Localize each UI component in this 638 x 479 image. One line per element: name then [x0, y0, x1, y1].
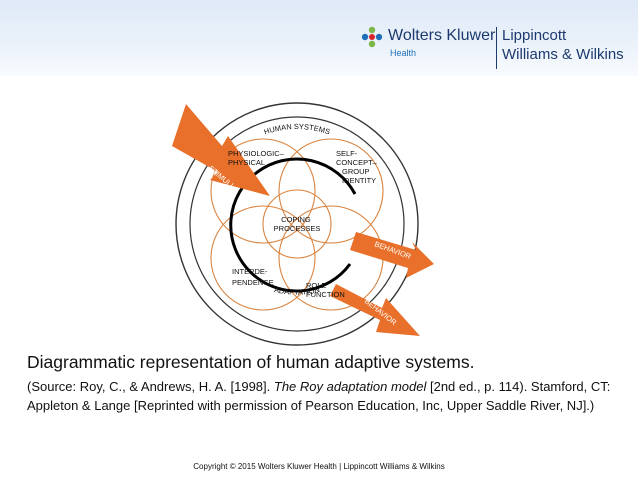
caption-source: (Source: Roy, C., & Andrews, H. A. [1998… [27, 377, 617, 415]
behavior-arrow-upper [350, 232, 434, 278]
caption-source-before: (Source: Roy, C., & Andrews, H. A. [1998… [27, 379, 274, 394]
coping-center-circle [262, 189, 332, 259]
behavior-arrow-lower [330, 284, 420, 336]
human-systems-label: HUMAN SYSTEMS [263, 122, 332, 136]
stimuli-arrow [172, 104, 270, 196]
caption-source-after: [2nd ed., p. 114). Stamford, CT: Appleto… [27, 379, 611, 413]
company-name: Wolters Kluwer [388, 27, 496, 44]
copyright-footer: Copyright © 2015 Wolters Kluwer Health |… [193, 462, 445, 471]
roy-adaptation-diagram: STIMULI BEHAVIOR BEHAVIOR HUMAN SYSTEMS … [172, 102, 434, 346]
human-systems-outer-ring [175, 102, 419, 346]
coping-processes-ring [229, 157, 357, 293]
coping-processes-label: COPING PROCESSES [274, 215, 321, 233]
division-name: Health [390, 48, 417, 58]
interdependence-label: INTERDE- PENDENCE [232, 267, 274, 287]
role-function-label: ROLE FUNCTION [306, 281, 345, 299]
interdependence-mode-circle [210, 205, 316, 311]
wolters-kluwer-logo-icon [361, 26, 383, 48]
header-banner: Wolters Kluwer Health Lippincott William… [0, 0, 638, 76]
adaptation-label: ADAPTATION [273, 285, 320, 297]
physiologic-mode-circle [210, 138, 316, 244]
brand-line-1: Lippincott [502, 27, 567, 44]
self-concept-label: SELF- CONCEPT– GROUP IDENTITY [336, 149, 379, 185]
brand-line-2: Williams & Wilkins [502, 46, 624, 63]
physiologic-label: PHYSIOLOGIC– PHYSICAL [228, 149, 286, 167]
self-concept-mode-circle [278, 138, 384, 244]
human-systems-inner-ring [189, 116, 405, 332]
caption-title: Diagrammatic representation of human ada… [27, 352, 475, 372]
header-divider [496, 27, 497, 69]
caption-source-book-title: The Roy adaptation model [273, 379, 427, 394]
